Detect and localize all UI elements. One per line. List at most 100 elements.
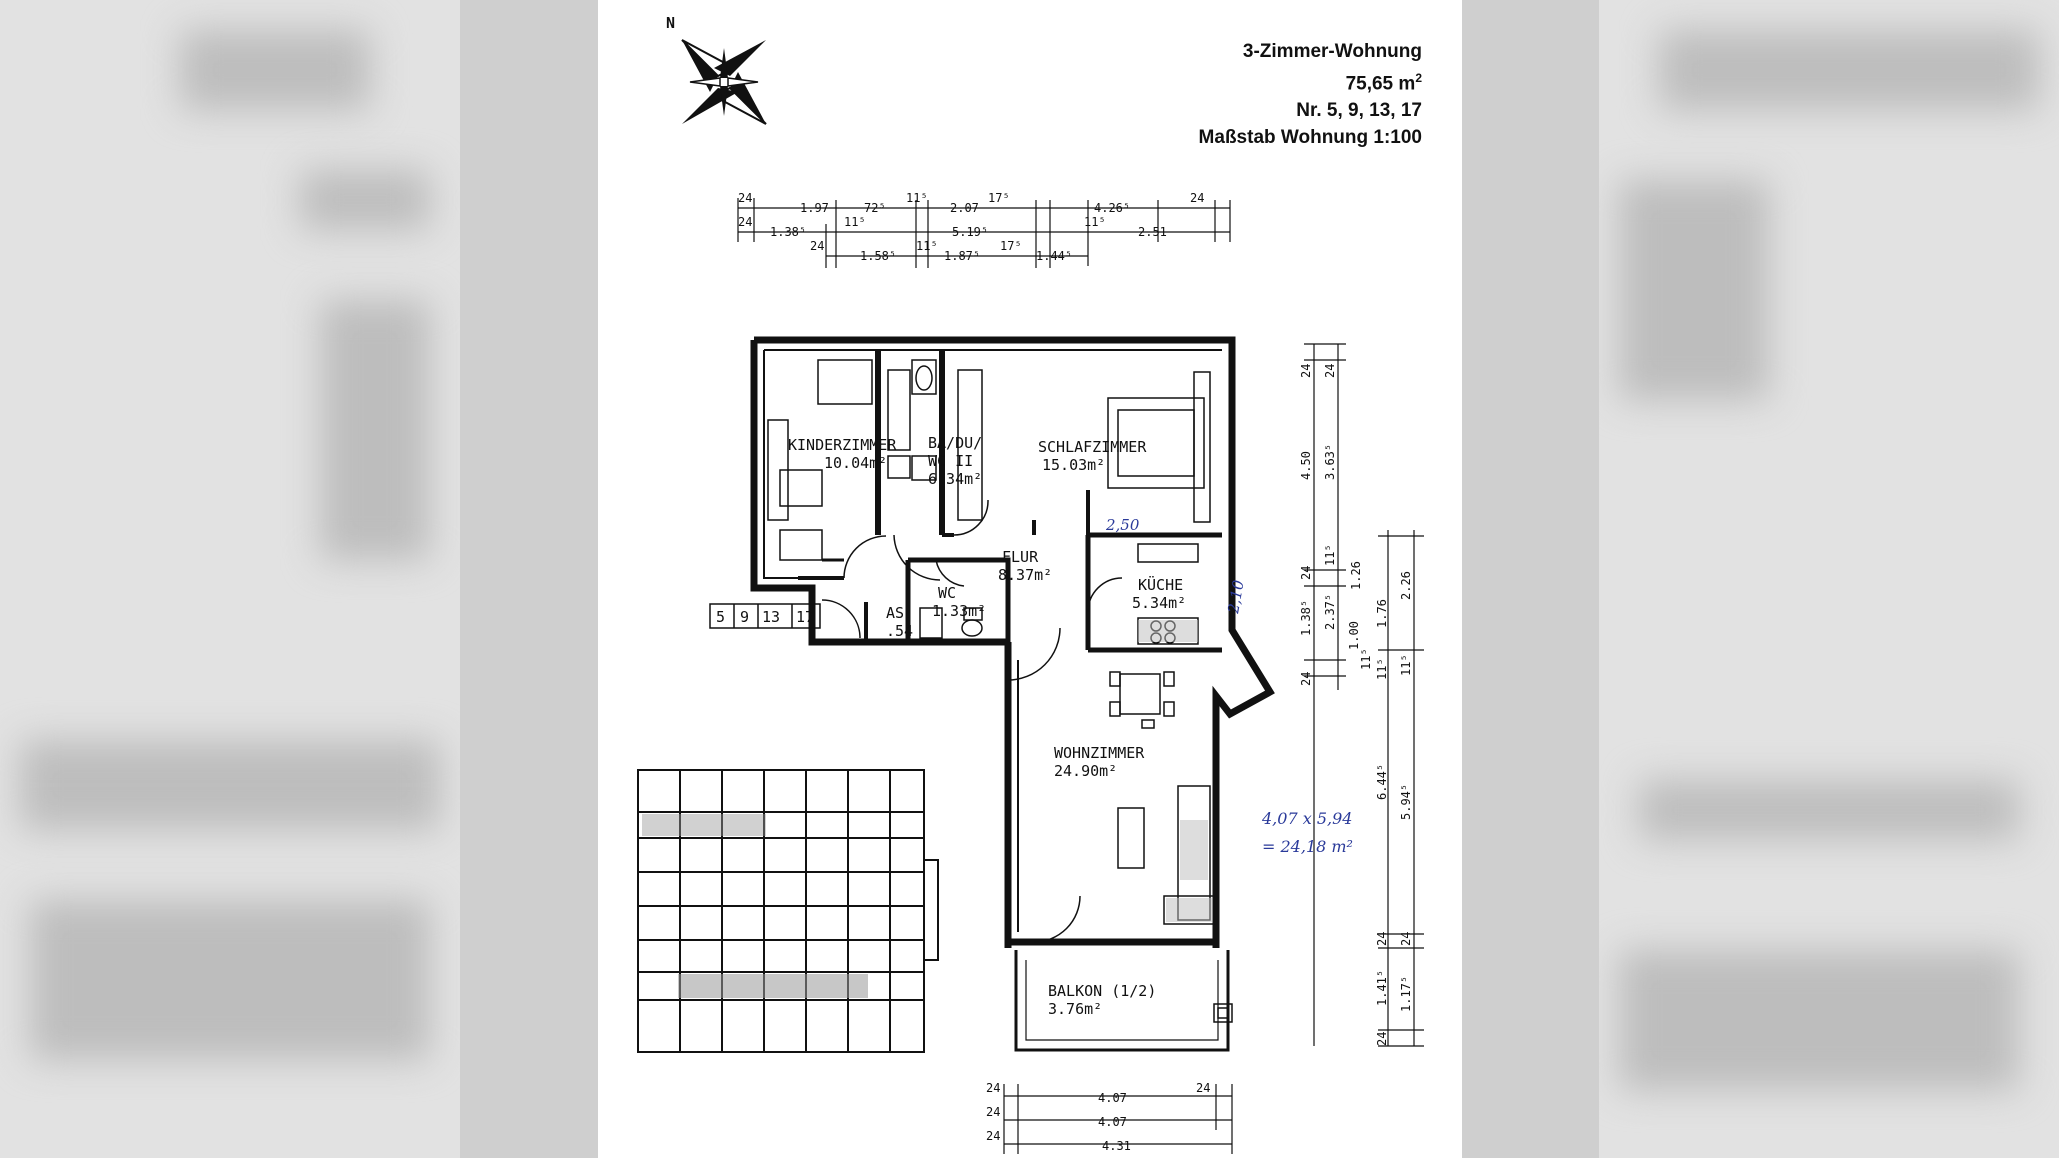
dim-label: 2.51 <box>1138 225 1167 239</box>
room-name: BA/DU/ <box>928 434 982 452</box>
dim-label: 11⁵ <box>1375 658 1389 680</box>
top-dimension-lines <box>737 198 1231 268</box>
unit-number: 9 <box>740 608 749 626</box>
floor-plan-drawing: N 24 1.97 72⁵ 11⁵ 2.07 17⁵ <box>637 14 1424 1154</box>
bottom-dimension-lines <box>1003 1084 1233 1154</box>
blurred-background-left <box>0 0 460 1158</box>
dim-label: 24 <box>1299 364 1313 378</box>
dim-label: 1.26 <box>1349 561 1363 590</box>
dim-label: 24 <box>1299 566 1313 580</box>
apartment-type: 3-Zimmer-Wohnung <box>1242 41 1422 62</box>
unit-number: 5 <box>716 608 725 626</box>
dim-label: 24 <box>1399 932 1413 946</box>
room-name: FLUR <box>1002 548 1039 566</box>
dim-label: 17⁵ <box>1000 239 1022 253</box>
dim-label: 24 <box>1196 1081 1210 1095</box>
dim-label: 1.00 <box>1347 621 1361 650</box>
unit-number: 17 <box>796 608 814 626</box>
room-area: 15.03m² <box>1042 456 1105 474</box>
dim-label: 2.37⁵ <box>1323 594 1337 630</box>
dim-label: 24 <box>1375 1032 1389 1046</box>
dim-label: 6.44⁵ <box>1375 764 1389 800</box>
dim-label: 2.07 <box>950 201 979 215</box>
dim-label: 1.38⁵ <box>1299 600 1313 636</box>
room-name: WC II <box>928 452 973 470</box>
dim-label: 11⁵ <box>1399 654 1413 676</box>
dim-label: 24 <box>738 191 752 205</box>
dim-label: 11⁵ <box>1359 648 1373 670</box>
doors <box>821 499 1123 943</box>
room-name: WOHNZIMMER <box>1054 744 1145 762</box>
plan-header: 3-Zimmer-Wohnung 75,65 m2 Nr. 5, 9, 13, … <box>1199 38 1422 151</box>
dim-label: 1.38⁵ <box>770 225 806 239</box>
room-area: 10.04m² <box>824 454 887 472</box>
right-dimension-lines <box>1304 343 1424 1047</box>
dim-label: 5.94⁵ <box>1399 784 1413 820</box>
handwritten-calc: 4,07 x 5,94 <box>1261 809 1352 828</box>
compass-rose-icon: N <box>666 14 767 125</box>
bottom-dimension-labels: 24 4.07 24 24 4.07 24 4.31 <box>986 1081 1210 1153</box>
floor-plan-sheet: 3-Zimmer-Wohnung 75,65 m2 Nr. 5, 9, 13, … <box>598 0 1462 1158</box>
room-area: 5.34m² <box>1132 594 1186 612</box>
dim-label: 1.44⁵ <box>1036 249 1072 263</box>
dim-label: 4.31 <box>1102 1139 1131 1153</box>
blurred-background-right <box>1599 0 2059 1158</box>
room-name: SCHLAFZIMMER <box>1038 438 1147 456</box>
room-name: BALKON (1/2) <box>1048 982 1156 1000</box>
room-name: AS <box>886 604 904 622</box>
apartment-numbers: Nr. 5, 9, 13, 17 <box>1296 100 1422 122</box>
dim-label: 11⁵ <box>1323 544 1337 566</box>
room-area: .54 <box>886 622 913 640</box>
handwritten-notes: 2,50 2,10 4,07 x 5,94 = 24,18 m² <box>1105 516 1353 856</box>
dim-label: 4.50 <box>1299 451 1313 480</box>
room-name: KINDERZIMMER <box>788 436 897 454</box>
dim-label: 72⁵ <box>864 201 886 215</box>
dim-label: 24 <box>986 1081 1000 1095</box>
dim-label: 24 <box>1375 932 1389 946</box>
handwritten-note: 2,10 <box>1224 578 1248 615</box>
dim-label: 11⁵ <box>844 215 866 229</box>
furniture-hatching <box>1138 620 1212 922</box>
room-area: 24.90m² <box>1054 762 1117 780</box>
dim-label: 1.58⁵ <box>860 249 896 263</box>
handwritten-calc: = 24,18 m² <box>1262 837 1353 856</box>
dim-label: 24 <box>738 215 752 229</box>
room-area: 8.37m² <box>998 566 1052 584</box>
apartment-area: 75,65 m2 <box>1345 71 1422 95</box>
dim-label: 1.97 <box>800 201 829 215</box>
dim-label: 4.07 <box>1098 1115 1127 1129</box>
room-area: 6.34m² <box>928 470 982 488</box>
dim-label: 24 <box>986 1129 1000 1143</box>
unit-number: 13 <box>762 608 780 626</box>
dim-label: 11⁵ <box>1084 215 1106 229</box>
balcony-hatch <box>642 814 868 998</box>
plan-scale: Maßstab Wohnung 1:100 <box>1198 127 1422 149</box>
dim-label: 17⁵ <box>988 191 1010 205</box>
room-name: WC <box>938 584 956 602</box>
unit-number-box: 5 9 13 17 <box>709 603 821 629</box>
room-area: 1.33m² <box>932 602 986 620</box>
compass-north-label: N <box>666 14 675 32</box>
dim-label: 24 <box>810 239 824 253</box>
right-dimension-labels: 24 4.50 24 1.38⁵ 24 1.41⁵ 24 24 3.63⁵ 11… <box>1299 364 1413 1046</box>
balcony-detail-drawing <box>637 769 939 1053</box>
dim-label: 1.87⁵ <box>944 249 980 263</box>
dim-label: 5.19⁵ <box>952 225 988 239</box>
dim-label: 1.76 <box>1375 599 1389 628</box>
dim-label: 3.63⁵ <box>1323 444 1337 480</box>
handwritten-note: 2,50 <box>1105 516 1140 534</box>
dim-label: 1.41⁵ <box>1375 970 1389 1006</box>
room-area: 3.76m² <box>1048 1000 1102 1018</box>
dim-label: 11⁵ <box>906 191 928 205</box>
room-labels: KINDERZIMMER 10.04m² BA/DU/ WC II 6.34m²… <box>788 434 1186 1018</box>
dim-label: 4.07 <box>1098 1091 1127 1105</box>
dim-label: 1.17⁵ <box>1399 976 1413 1012</box>
dim-label: 24 <box>1190 191 1204 205</box>
dim-label: 2.26 <box>1399 571 1413 600</box>
dim-label: 24 <box>986 1105 1000 1119</box>
dim-label: 11⁵ <box>916 239 938 253</box>
floor-plan-walls <box>750 336 1275 1052</box>
dim-label: 4.26⁵ <box>1094 201 1130 215</box>
top-dimension-labels: 24 1.97 72⁵ 11⁵ 2.07 17⁵ 4.26⁵ 24 24 1.3… <box>738 191 1204 263</box>
room-name: KÜCHE <box>1138 575 1183 594</box>
